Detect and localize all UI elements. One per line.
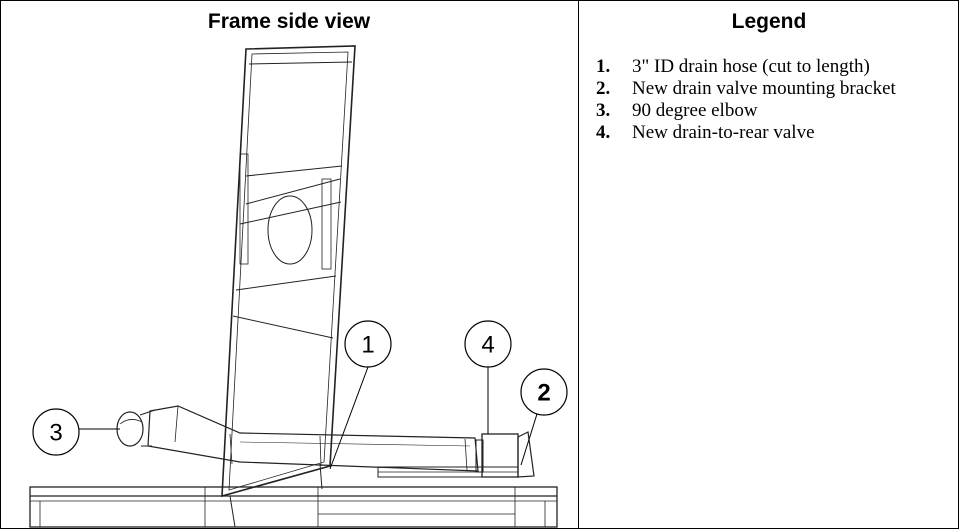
frame-porthole (267, 195, 313, 265)
legend-item: 3. 90 degree elbow (596, 100, 946, 122)
callout-4-label: 4 (481, 332, 494, 359)
drain-valve (481, 433, 519, 478)
legend-number: 2. (596, 78, 611, 99)
legend-number: 4. (596, 122, 611, 143)
callout-1: 1 (344, 320, 392, 368)
diagram-title: Frame side view (207, 10, 371, 33)
legend-text: 3" ID drain hose (cut to length) (632, 56, 870, 77)
legend-item: 2. New drain valve mounting bracket (596, 78, 946, 100)
legend-number: 1. (596, 56, 611, 77)
legend-text: New drain-to-rear valve (632, 122, 815, 143)
legend-item: 1. 3" ID drain hose (cut to length) (596, 56, 946, 78)
frame-side-view-drawing: 1 4 2 3 (29, 45, 568, 528)
callout-4: 4 (464, 320, 512, 368)
callout-3: 3 (32, 408, 80, 456)
mounting-bracket (517, 431, 535, 478)
elbow-fitting (116, 411, 144, 447)
legend-text: New drain valve mounting bracket (632, 78, 896, 99)
legend-number: 3. (596, 100, 611, 121)
callout-1-label: 1 (361, 332, 374, 359)
legend-text: 90 degree elbow (632, 100, 758, 121)
base-platform (29, 486, 558, 528)
callout-2: 2 (520, 368, 568, 416)
drain-hose (147, 405, 479, 472)
column-divider (578, 0, 579, 529)
legend-list: 1. 3" ID drain hose (cut to length) 2. N… (596, 56, 946, 144)
legend-item: 4. New drain-to-rear valve (596, 122, 946, 144)
callout-2-label: 2 (537, 380, 550, 407)
callout-3-label: 3 (49, 420, 62, 447)
legend-title: Legend (731, 10, 807, 33)
